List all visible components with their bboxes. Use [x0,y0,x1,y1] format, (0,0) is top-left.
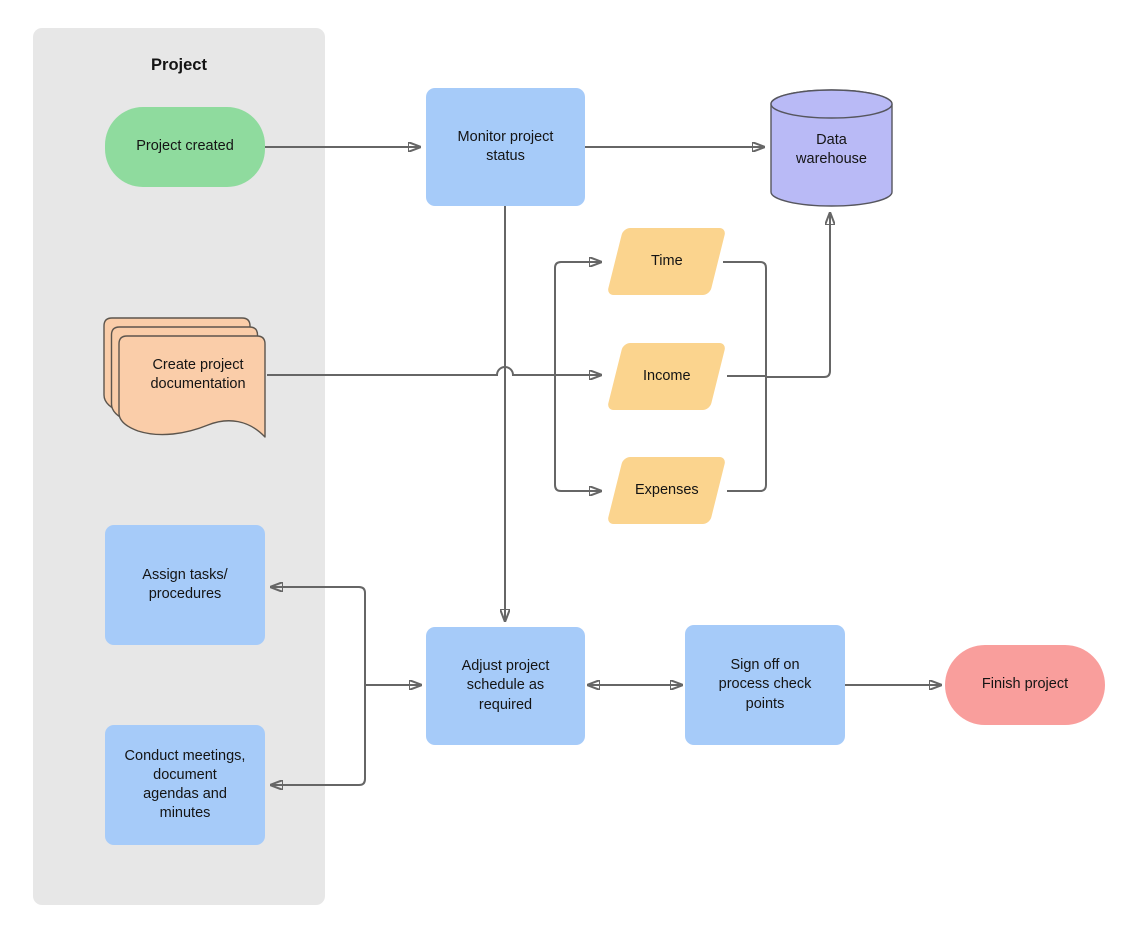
swimlane-title: Project [151,56,207,74]
node-project-created[interactable]: Project created [105,107,265,187]
connector-branch-to-time [554,262,601,375]
node-sign-off-process-check-points-label: Sign off on process check points [718,657,812,712]
node-monitor-project-status[interactable]: Monitor project status [426,88,585,206]
connector-collector-to-warehouse [766,213,830,378]
node-monitor-project-status-label: Monitor project status [457,128,554,164]
node-conduct-meetings[interactable]: Conduct meetings, document agendas and m… [105,725,265,845]
connector-branch-to-expenses [554,375,601,491]
node-expenses-label: Expenses [634,481,699,498]
node-time[interactable]: Time [606,228,727,295]
node-create-project-documentation[interactable]: Create project documentation [102,316,268,440]
connector-docs-to-income [267,366,601,375]
node-income-label: Income [642,367,691,384]
node-sign-off-process-check-points[interactable]: Sign off on process check points [685,625,845,745]
node-conduct-meetings-label: Conduct meetings, document agendas and m… [124,747,246,822]
node-assign-tasks-procedures[interactable]: Assign tasks/ procedures [105,525,265,645]
node-expenses[interactable]: Expenses [606,457,727,524]
node-adjust-project-schedule-label: Adjust project schedule as required [461,658,550,713]
node-project-created-label: Project created [136,138,234,155]
connector-adjust-to-side-tasks [271,587,366,785]
node-income[interactable]: Income [606,343,727,410]
node-time-label: Time [650,252,683,269]
database-cylinder-shape [770,89,893,207]
multi-document-shape [103,317,266,438]
node-finish-project[interactable]: Finish project [945,645,1105,725]
node-data-warehouse-label: Data warehouse [796,132,867,168]
node-assign-tasks-procedures-label: Assign tasks/ procedures [142,566,228,602]
node-finish-project-label: Finish project [981,676,1069,693]
node-data-warehouse[interactable]: Data warehouse [770,89,893,208]
node-adjust-project-schedule[interactable]: Adjust project schedule as required [426,627,585,745]
node-create-project-documentation-label: Create project documentation [150,357,246,393]
